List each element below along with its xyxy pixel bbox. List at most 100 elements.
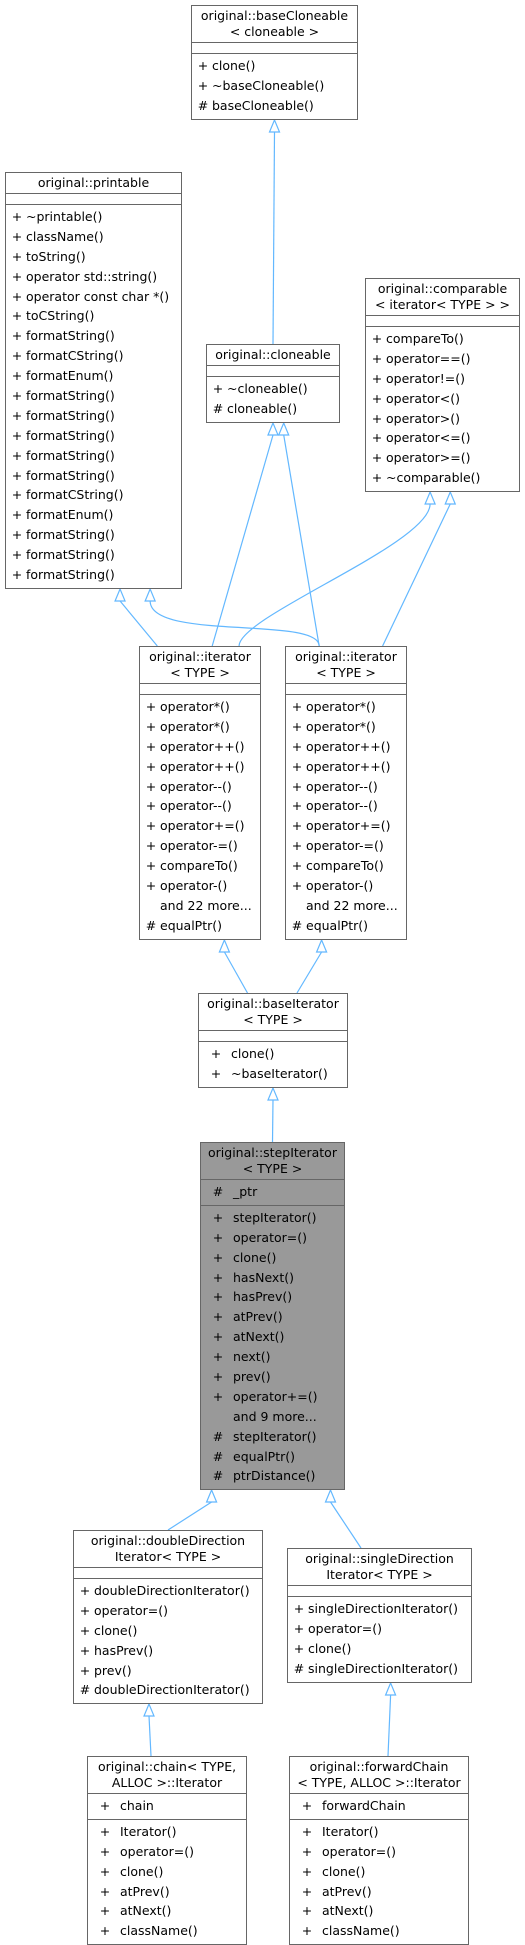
member-method[interactable]: +operator+=()	[201, 1387, 344, 1407]
member-method[interactable]: +~comparable()	[366, 468, 519, 488]
member-method[interactable]: +atNext()	[290, 1901, 468, 1921]
member-method[interactable]: +operator=()	[290, 1842, 468, 1862]
member-method[interactable]: +formatString()	[6, 525, 181, 545]
member-attribute[interactable]: +chain	[88, 1796, 246, 1816]
member-method[interactable]: +formatString()	[6, 565, 181, 585]
member-method[interactable]: +hasPrev()	[201, 1287, 344, 1307]
member-method[interactable]: +operator--()	[286, 777, 406, 797]
member-method[interactable]: +formatString()	[6, 326, 181, 346]
member-method[interactable]: +compareTo()	[140, 856, 260, 876]
member-method[interactable]: +operator<=()	[366, 428, 519, 448]
class-baseCloneable[interactable]: original::baseCloneable< cloneable >+clo…	[191, 5, 358, 120]
member-method[interactable]: +operator++()	[286, 757, 406, 777]
member-method[interactable]: +operator const char *()	[6, 287, 181, 307]
member-method[interactable]: +operator++()	[140, 757, 260, 777]
member-method[interactable]: +Iterator()	[290, 1822, 468, 1842]
member-method[interactable]: +~printable()	[6, 207, 181, 227]
member-method[interactable]: #equalPtr()	[140, 916, 260, 936]
class-stepIterator[interactable]: original::stepIterator< TYPE >#_ptr+step…	[200, 1142, 345, 1491]
class-chain-Iterator[interactable]: original::chain< TYPE,ALLOC >::Iterator+…	[87, 1756, 247, 1945]
member-method[interactable]: +formatString()	[6, 545, 181, 565]
member-method[interactable]: +operator<()	[366, 389, 519, 409]
member-method[interactable]: +operator=()	[201, 1228, 344, 1248]
class-iterator-first[interactable]: original::iterator< TYPE >+operator*()+o…	[139, 646, 261, 940]
member-method[interactable]: +atPrev()	[88, 1882, 246, 1902]
member-method[interactable]: +clone()	[88, 1862, 246, 1882]
member-method[interactable]: +className()	[6, 227, 181, 247]
member-method[interactable]: +compareTo()	[286, 856, 406, 876]
member-method[interactable]: +operator--()	[140, 777, 260, 797]
member-method[interactable]: +formatString()	[6, 466, 181, 486]
member-method[interactable]: +operator++()	[286, 737, 406, 757]
member-method[interactable]: +operator-()	[286, 876, 406, 896]
member-method[interactable]: +className()	[88, 1921, 246, 1941]
member-attribute[interactable]: #_ptr	[201, 1182, 344, 1202]
member-method[interactable]: +clone()	[290, 1862, 468, 1882]
member-method[interactable]: +~baseIterator()	[199, 1064, 347, 1084]
member-method[interactable]: #cloneable()	[207, 399, 339, 419]
member-method[interactable]: +atNext()	[201, 1327, 344, 1347]
member-method[interactable]: +operator*()	[286, 717, 406, 737]
member-method[interactable]: +formatString()	[6, 406, 181, 426]
member-method[interactable]: +atPrev()	[201, 1307, 344, 1327]
member-method[interactable]: +compareTo()	[366, 329, 519, 349]
member-method[interactable]: +atNext()	[88, 1901, 246, 1921]
member-method[interactable]: +clone()	[74, 1621, 262, 1641]
member-method[interactable]: +operator-=()	[140, 836, 260, 856]
member-method[interactable]: #equalPtr()	[286, 916, 406, 936]
class-cloneable[interactable]: original::cloneable+~cloneable()#cloneab…	[206, 344, 340, 423]
class-forwardChain-Iterator[interactable]: original::forwardChain< TYPE, ALLOC >::I…	[289, 1756, 469, 1945]
member-method[interactable]: +stepIterator()	[201, 1208, 344, 1228]
member-method[interactable]: +formatString()	[6, 446, 181, 466]
class-iterator-second[interactable]: original::iterator< TYPE >+operator*()+o…	[285, 646, 407, 940]
member-method[interactable]: +clone()	[288, 1639, 471, 1659]
class-printable[interactable]: original::printable+~printable()+classNa…	[5, 172, 182, 589]
member-method[interactable]: #stepIterator()	[201, 1427, 344, 1447]
member-method[interactable]: +operator!=()	[366, 369, 519, 389]
more-members-note[interactable]: and 22 more...	[140, 896, 260, 916]
member-method[interactable]: +formatCString()	[6, 485, 181, 505]
member-method[interactable]: +operator*()	[140, 697, 260, 717]
more-members-note[interactable]: and 22 more...	[286, 896, 406, 916]
class-comparable[interactable]: original::comparable< iterator< TYPE > >…	[365, 278, 520, 493]
member-method[interactable]: +prev()	[74, 1661, 262, 1681]
member-method[interactable]: +clone()	[199, 1044, 347, 1064]
member-method[interactable]: +~baseCloneable()	[192, 76, 357, 96]
member-method[interactable]: +operator=()	[288, 1619, 471, 1639]
member-method[interactable]: #baseCloneable()	[192, 96, 357, 116]
member-method[interactable]: +operator=()	[74, 1601, 262, 1621]
member-method[interactable]: +formatCString()	[6, 346, 181, 366]
member-method[interactable]: +formatString()	[6, 386, 181, 406]
member-method[interactable]: +operator-()	[140, 876, 260, 896]
member-method[interactable]: +operator>=()	[366, 448, 519, 468]
member-method[interactable]: +operator*()	[286, 697, 406, 717]
member-method[interactable]: +operator std::string()	[6, 267, 181, 287]
member-method[interactable]: +clone()	[192, 56, 357, 76]
member-method[interactable]: +className()	[290, 1921, 468, 1941]
member-method[interactable]: +operator+=()	[286, 816, 406, 836]
member-method[interactable]: +operator+=()	[140, 816, 260, 836]
member-method[interactable]: +prev()	[201, 1367, 344, 1387]
member-method[interactable]: +clone()	[201, 1248, 344, 1268]
member-attribute[interactable]: +forwardChain	[290, 1796, 468, 1816]
member-method[interactable]: +operator=()	[88, 1842, 246, 1862]
class-baseIterator[interactable]: original::baseIterator< TYPE >+clone()+~…	[198, 993, 348, 1088]
more-members-note[interactable]: and 9 more...	[201, 1407, 344, 1427]
member-method[interactable]: +operator--()	[286, 796, 406, 816]
member-method[interactable]: #singleDirectionIterator()	[288, 1659, 471, 1679]
member-method[interactable]: +singleDirectionIterator()	[288, 1599, 471, 1619]
member-method[interactable]: +hasNext()	[201, 1268, 344, 1288]
member-method[interactable]: #equalPtr()	[201, 1447, 344, 1467]
member-method[interactable]: #doubleDirectionIterator()	[74, 1680, 262, 1700]
member-method[interactable]: +formatString()	[6, 426, 181, 446]
member-method[interactable]: +Iterator()	[88, 1822, 246, 1842]
member-method[interactable]: +operator--()	[140, 796, 260, 816]
member-method[interactable]: #ptrDistance()	[201, 1466, 344, 1486]
member-method[interactable]: +operator-=()	[286, 836, 406, 856]
member-method[interactable]: +formatEnum()	[6, 505, 181, 525]
member-method[interactable]: +operator*()	[140, 717, 260, 737]
member-method[interactable]: +doubleDirectionIterator()	[74, 1581, 262, 1601]
member-method[interactable]: +operator++()	[140, 737, 260, 757]
